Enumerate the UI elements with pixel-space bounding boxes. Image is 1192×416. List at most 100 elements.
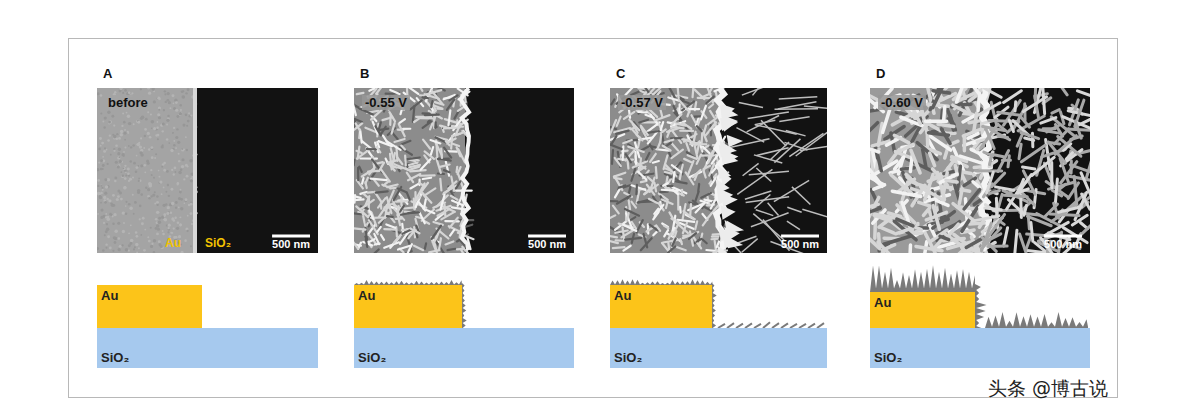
sem-crystal: [969, 121, 981, 123]
sem-grain: [102, 156, 104, 158]
sem-crystal: [640, 91, 645, 94]
sem-grain: [120, 133, 123, 136]
sem-grain: [113, 213, 116, 216]
sem-grain: [179, 113, 182, 116]
sem-crystal: [400, 147, 412, 155]
sem-grain: [154, 157, 156, 159]
sem-grain: [125, 248, 129, 252]
material-label: Au: [874, 295, 891, 310]
sem-crystal: [354, 123, 362, 131]
sem-grain: [153, 127, 156, 130]
sem-crystal: [689, 233, 696, 239]
sem-grain: [120, 198, 123, 201]
sem-grain: [107, 139, 110, 142]
sem-crystal: [1043, 88, 1045, 114]
sem-grain: [132, 144, 135, 147]
sem-crystal: [439, 238, 441, 250]
sem-grain: [126, 170, 128, 172]
sem-grain: [161, 246, 164, 249]
sem-grain: [122, 230, 125, 233]
sem-crystal: [399, 124, 405, 136]
sem-grain: [106, 149, 108, 151]
sem-crystal: [625, 88, 632, 95]
sem-crystal: [667, 130, 669, 137]
sem-grain: [123, 222, 125, 224]
sem-crystal: [423, 122, 431, 128]
sem-image-panel: C-0.57 V500 nm: [610, 88, 827, 253]
sem-grain: [173, 227, 175, 229]
sem-grain: [156, 204, 158, 206]
sem-grain: [162, 230, 164, 232]
sem-crystal: [635, 185, 638, 194]
sem-crystal: [614, 173, 625, 177]
sem-crystal: [944, 107, 945, 121]
sem-grain: [175, 207, 177, 209]
sem-grain: [111, 115, 114, 118]
sem-grain: [161, 166, 163, 168]
sem-grain: [125, 205, 127, 207]
sem-crystal: [683, 232, 698, 238]
sem-needle: [736, 128, 764, 142]
sem-grain: [149, 136, 152, 139]
sem-crystal: [360, 131, 361, 143]
sem-grain: [191, 223, 193, 225]
sem-crystal: [1081, 173, 1090, 201]
sem-grain: [164, 216, 166, 218]
sem-grain: [116, 198, 119, 201]
sem-substrate-region: [354, 88, 574, 253]
sem-crystal: [691, 115, 695, 123]
sem-crystal: [359, 167, 361, 172]
sem-grain: [173, 173, 175, 175]
sem-grain: [174, 171, 176, 173]
sem-needle: [779, 97, 818, 99]
sem-crystal: [727, 135, 743, 147]
sem-grain: [185, 198, 188, 201]
material-label: SiO₂: [874, 350, 902, 365]
sem-grain: [163, 109, 165, 111]
sem-grain: [142, 217, 145, 220]
sem-crystal: [953, 204, 974, 221]
sem-crystal: [661, 122, 664, 130]
sem-crystal: [695, 221, 697, 229]
sem-image: [610, 88, 827, 253]
sem-grain: [110, 154, 112, 156]
sem-grain: [135, 243, 138, 246]
sem-needle: [745, 191, 771, 199]
sem-crystal: [406, 157, 420, 159]
scale-bar-label: 500 nm: [1044, 238, 1082, 250]
sem-grain: [134, 201, 137, 204]
sem-crystal: [694, 115, 701, 117]
sem-crystal: [354, 104, 356, 115]
sem-crystal: [1019, 144, 1021, 158]
sem-crystal: [677, 220, 694, 222]
sem-grain: [154, 191, 156, 193]
sem-grain: [190, 114, 192, 116]
sem-image-panel: B-0.55 V500 nm: [354, 88, 574, 253]
sem-grain: [100, 185, 102, 187]
sem-crystal: [650, 146, 656, 147]
sem-grain: [158, 170, 160, 172]
sem-gold-region: [870, 88, 985, 253]
sem-grain: [107, 163, 109, 165]
sem-grain: [167, 206, 170, 209]
sem-grain: [144, 128, 147, 131]
sem-crystal: [725, 220, 736, 233]
material-label: Au: [614, 288, 631, 303]
sem-crystal: [407, 193, 410, 200]
watermark: 头条 @博古说: [988, 376, 1108, 402]
sem-crystal: [964, 190, 980, 209]
sem-crystal: [1067, 176, 1090, 182]
sem-crystal: [972, 216, 999, 221]
sem-crystal: [923, 207, 930, 215]
scale-bar: [272, 235, 310, 238]
sem-grain: [129, 206, 133, 210]
sem-crystal: [431, 101, 432, 107]
sem-grain: [117, 152, 120, 155]
sem-grain: [102, 168, 104, 170]
sem-crystal: [697, 126, 702, 131]
sem-needle: [757, 148, 789, 156]
sem-grain: [178, 160, 180, 162]
sem-crystal: [419, 213, 424, 224]
sem-grain: [165, 191, 167, 193]
